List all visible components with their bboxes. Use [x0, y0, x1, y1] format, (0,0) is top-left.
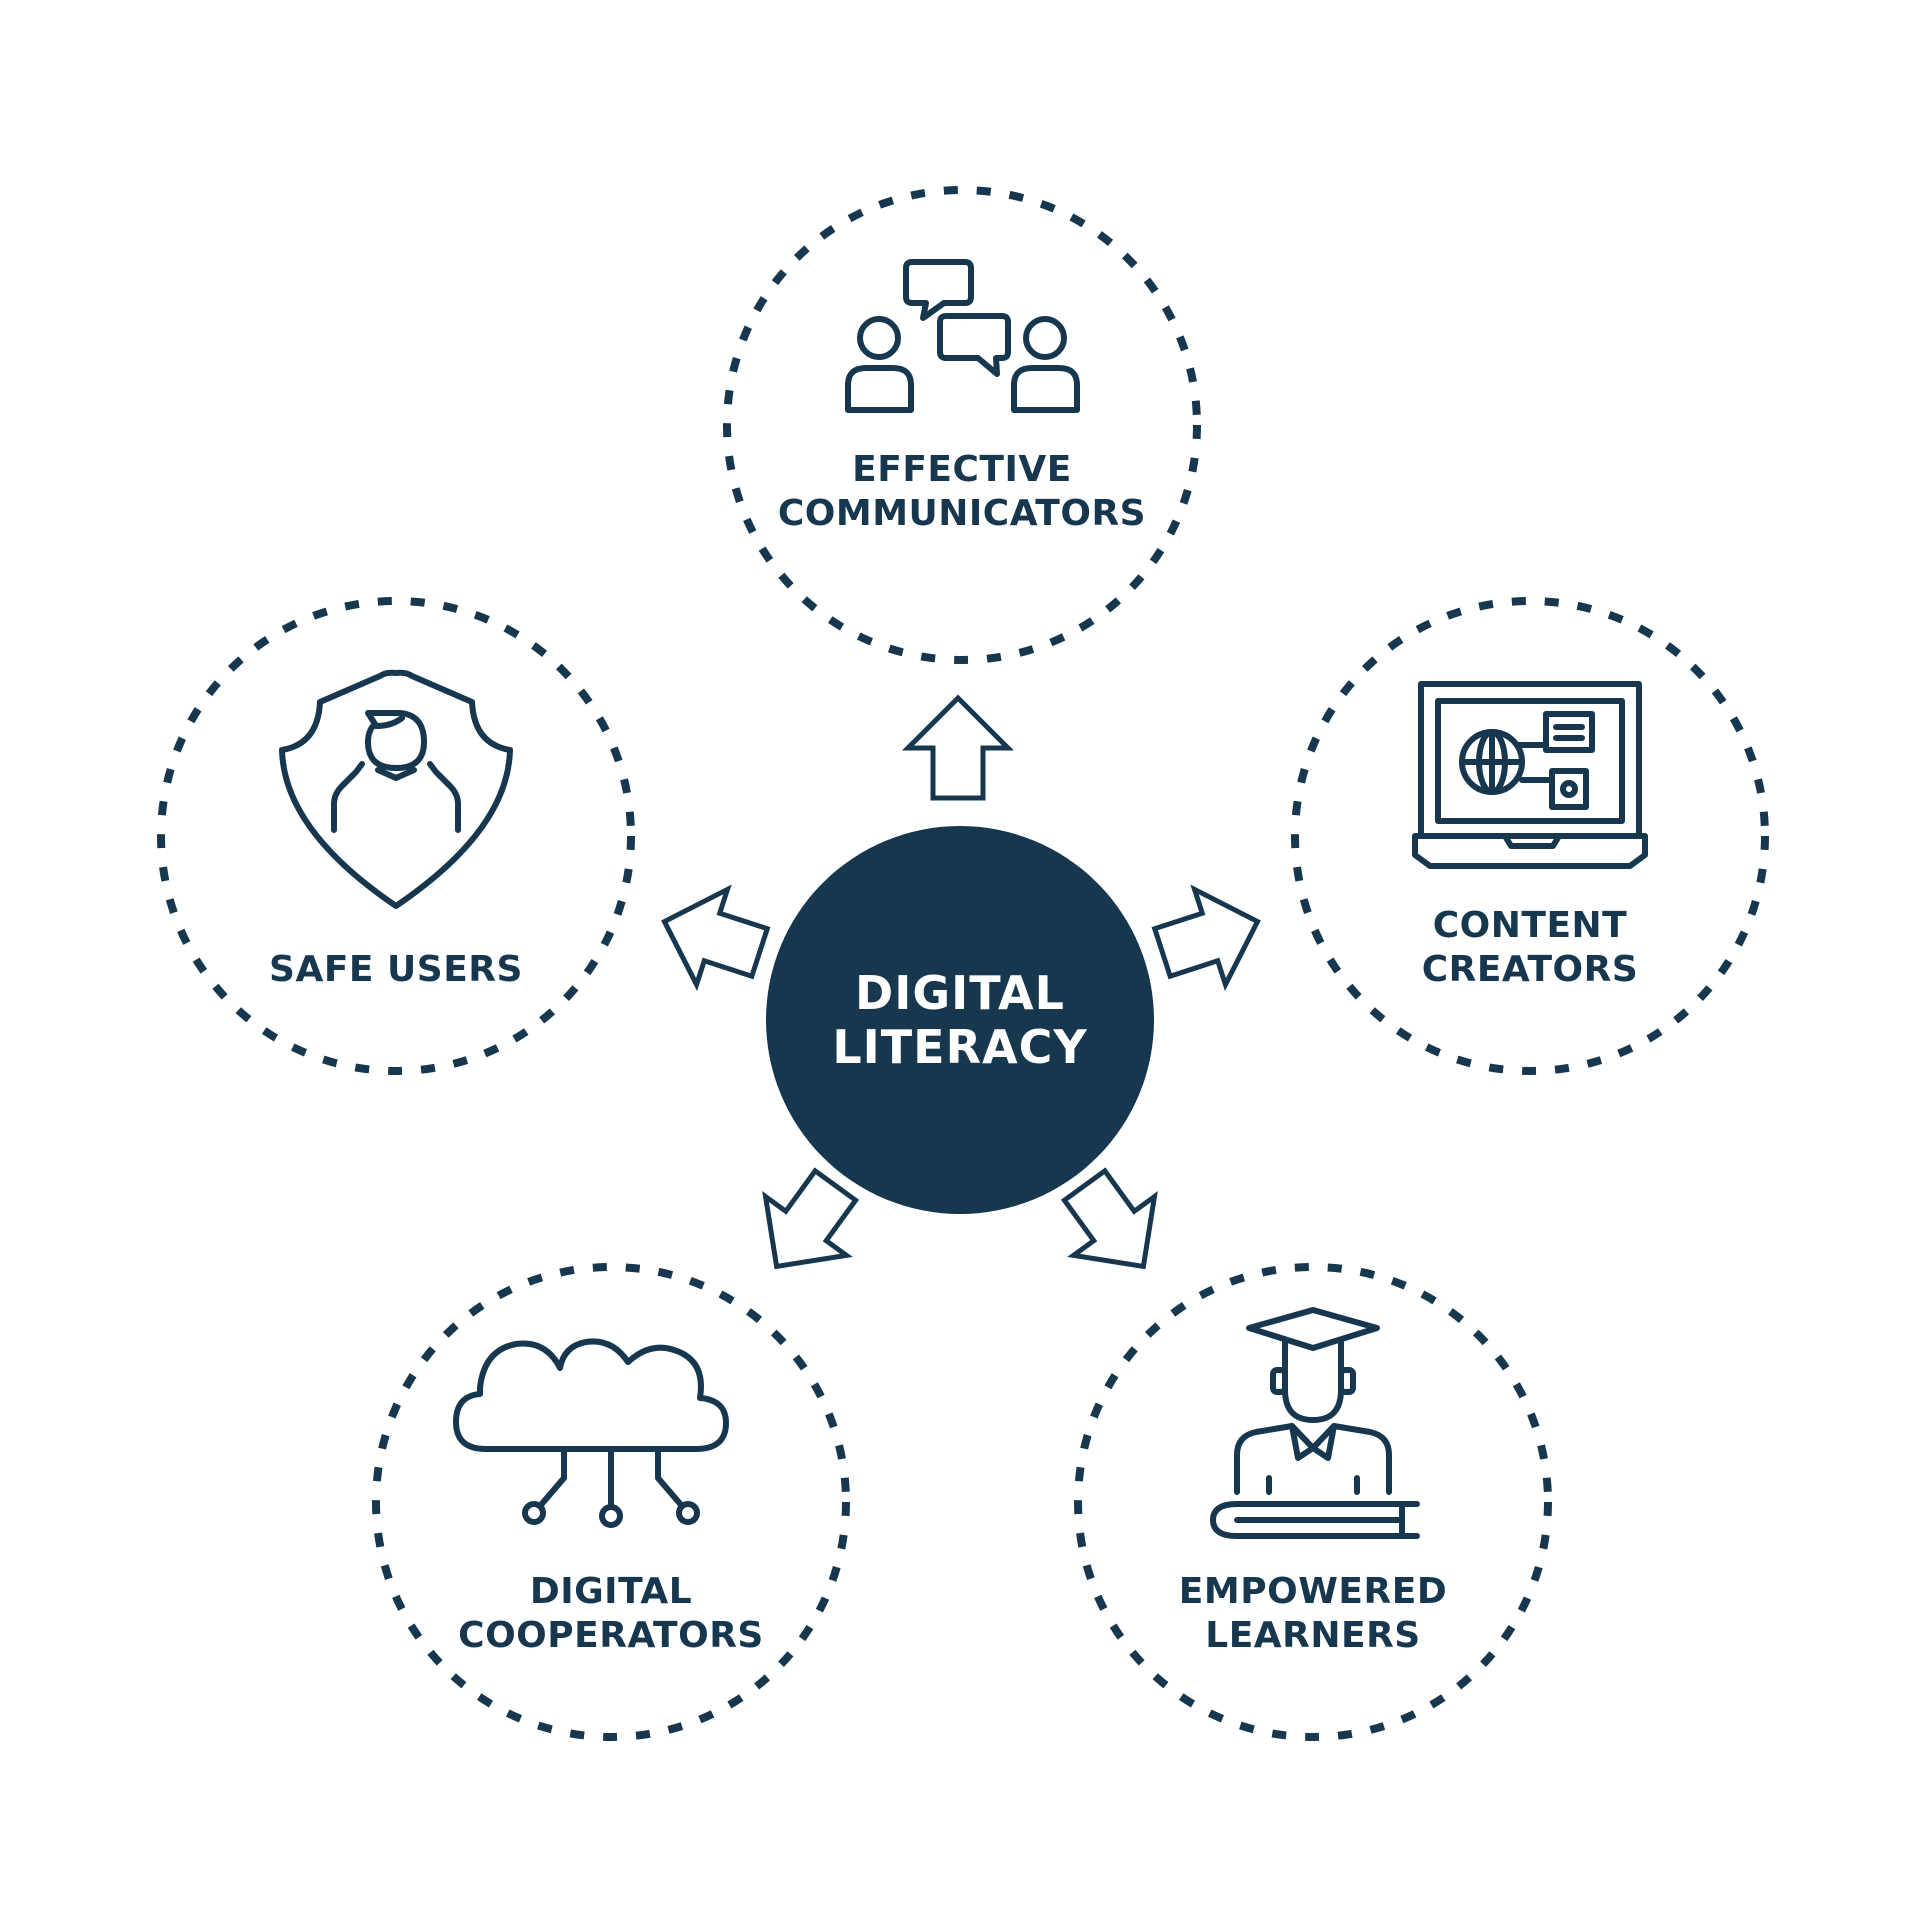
node-label-line-1: EMPOWERED: [1178, 1571, 1448, 1612]
node-label-content-creators: CONTENT CREATORS: [1422, 904, 1639, 992]
node-label-effective-communicators: EFFECTIVE COMMUNICATORS: [778, 448, 1146, 536]
node-label-line-1: CONTENT: [1432, 905, 1628, 946]
arrow-up-icon: [908, 698, 1008, 798]
center-circle: [766, 826, 1154, 1214]
node-label-line-1: DIGITAL: [529, 1571, 693, 1612]
node-circle-effective-communicators: [723, 186, 1201, 664]
node-circle-digital-cooperators: [372, 1263, 850, 1741]
center-label: DIGITAL LITERACY: [832, 966, 1087, 1074]
node-label-line-1: EFFECTIVE: [852, 449, 1072, 490]
node-label-empowered-learners: EMPOWERED LEARNERS: [1179, 1570, 1447, 1658]
node-label-line-2: LEARNERS: [1205, 1615, 1421, 1656]
node-label-line-1: SAFE USERS: [269, 949, 523, 990]
center-label-line-1: DIGITAL: [855, 966, 1065, 1020]
chat-people-icon: [845, 259, 1080, 413]
cloud-network-icon: [453, 1338, 729, 1528]
shield-user-icon: [279, 669, 513, 909]
node-label-line-2: COOPERATORS: [458, 1615, 764, 1656]
graduate-book-icon: [1210, 1307, 1420, 1539]
node-label-digital-cooperators: DIGITAL COOPERATORS: [458, 1570, 764, 1658]
node-label-line-2: CREATORS: [1421, 949, 1639, 990]
node-circle-empowered-learners: [1074, 1263, 1552, 1741]
center-label-line-2: LITERACY: [832, 1020, 1088, 1074]
node-circle-content-creators: [1291, 597, 1769, 1075]
laptop-content-icon: [1412, 681, 1648, 869]
arrow-left-icon: [649, 874, 775, 1000]
node-label-safe-users: SAFE USERS: [269, 948, 523, 992]
arrow-right-icon: [1147, 874, 1273, 1000]
node-label-line-2: COMMUNICATORS: [777, 493, 1147, 534]
node-circle-safe-users: [157, 597, 635, 1075]
